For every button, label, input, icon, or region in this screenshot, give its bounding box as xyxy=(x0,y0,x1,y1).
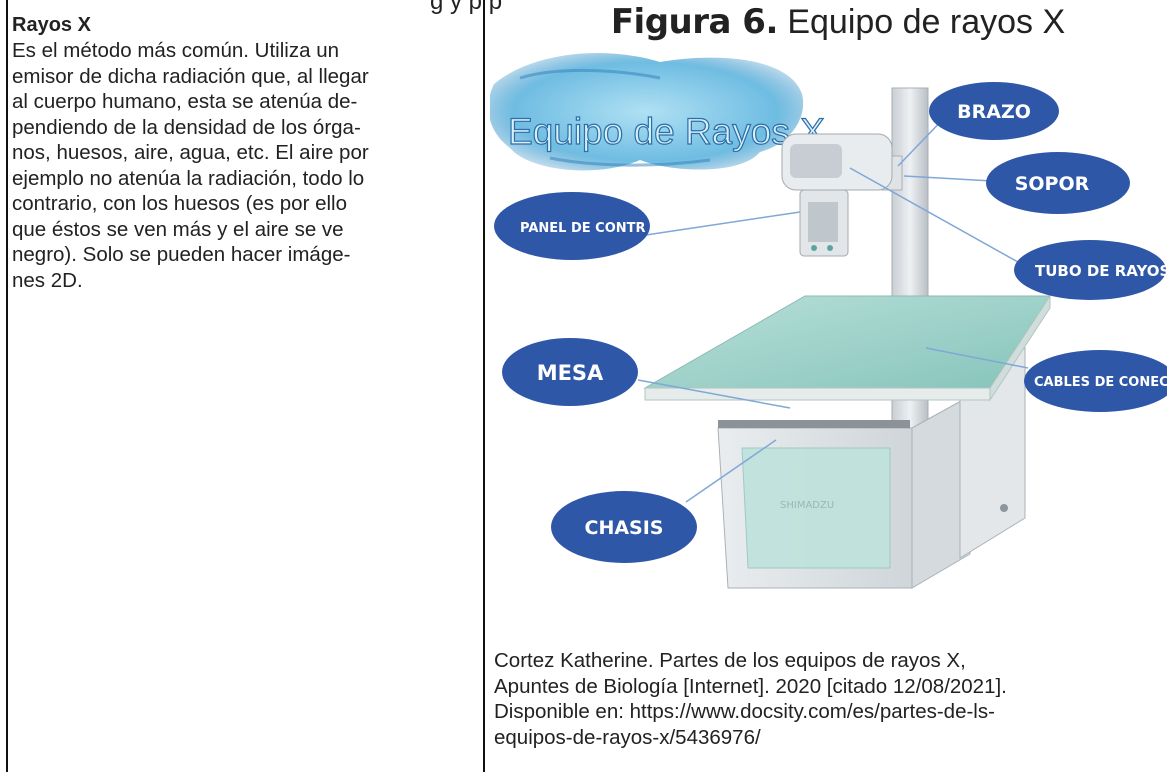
callout-label: CHASIS xyxy=(585,517,664,539)
body-line: nes 2D. xyxy=(12,268,83,292)
column-divider xyxy=(483,0,485,772)
figure-citation: Cortez Katherine. Partes de los equipos … xyxy=(494,648,1164,750)
xray-tube xyxy=(781,133,893,257)
callout-panel: PANEL DE CONTR xyxy=(494,192,650,260)
callout-label: CABLES DE CONECC xyxy=(1034,375,1167,390)
banner-title: Equipo de Rayos X xyxy=(508,111,825,152)
body-line: Es el método más común. Utiliza un xyxy=(12,39,339,62)
callout-label: TUBO DE RAYOS xyxy=(1035,262,1167,280)
body-line: emisor de dicha radiación que, al llegar xyxy=(12,64,369,88)
callout-label: MESA xyxy=(537,361,604,385)
citation-line: Cortez Katherine. Partes de los equipos … xyxy=(494,649,966,672)
citation-line: equipos-de-rayos-x/5436976/ xyxy=(494,725,761,749)
figure-caption: Equipo de rayos X xyxy=(787,3,1066,41)
left-text-cell: Rayos X Es el método más común. Utiliza … xyxy=(12,14,477,293)
body-line: que éstos se ven más y el aire se ve xyxy=(12,217,344,241)
section-heading: Rayos X xyxy=(12,14,91,36)
figure-title: Figura 6. Equipo de rayos X xyxy=(508,2,1167,42)
callout-label: PANEL DE CONTR xyxy=(520,221,646,236)
body-line: ejemplo no atenúa la radiación, todo lo xyxy=(12,166,365,190)
cut-off-header-text: g y p p xyxy=(430,0,503,15)
callout-label: SOPOR xyxy=(1015,173,1090,195)
body-line: negro). Solo se pueden hacer imáge- xyxy=(12,243,351,266)
xray-equipment-figure: Equipo de Rayos X SHIMADZU xyxy=(490,53,1167,589)
figure-label: Figura 6. xyxy=(610,2,779,42)
banner-wash xyxy=(490,53,804,171)
patient-table xyxy=(643,294,1051,428)
table-frame xyxy=(6,0,1167,772)
citation-line: Apuntes de Biología [Internet]. 2020 [ci… xyxy=(494,674,1007,698)
citation-line: Disponible en: https://www.docsity.com/e… xyxy=(494,700,995,723)
body-line: al cuerpo humano, esta se atenúa de- xyxy=(12,90,358,113)
brand-label: SHIMADZU xyxy=(780,500,834,511)
body-line: nos, huesos, aire, agua, etc. El aire po… xyxy=(12,141,369,164)
body-line: contrario, con los huesos (es por ello xyxy=(12,192,348,215)
callout-soporte: SOPOR xyxy=(986,152,1130,214)
body-line: pendiendo de la densidad de los órga- xyxy=(12,115,361,139)
callout-tubo: TUBO DE RAYOS xyxy=(1014,240,1167,300)
callout-mesa: MESA xyxy=(502,338,638,406)
callout-chasis: CHASIS xyxy=(551,491,697,563)
callout-label: BRAZO xyxy=(957,101,1031,123)
table-base: SHIMADZU xyxy=(717,347,1026,589)
section-body: Es el método más común. Utiliza un emiso… xyxy=(12,38,477,293)
callout-brazo: BRAZO xyxy=(929,82,1059,140)
callout-cables: CABLES DE CONECC xyxy=(1024,350,1167,412)
